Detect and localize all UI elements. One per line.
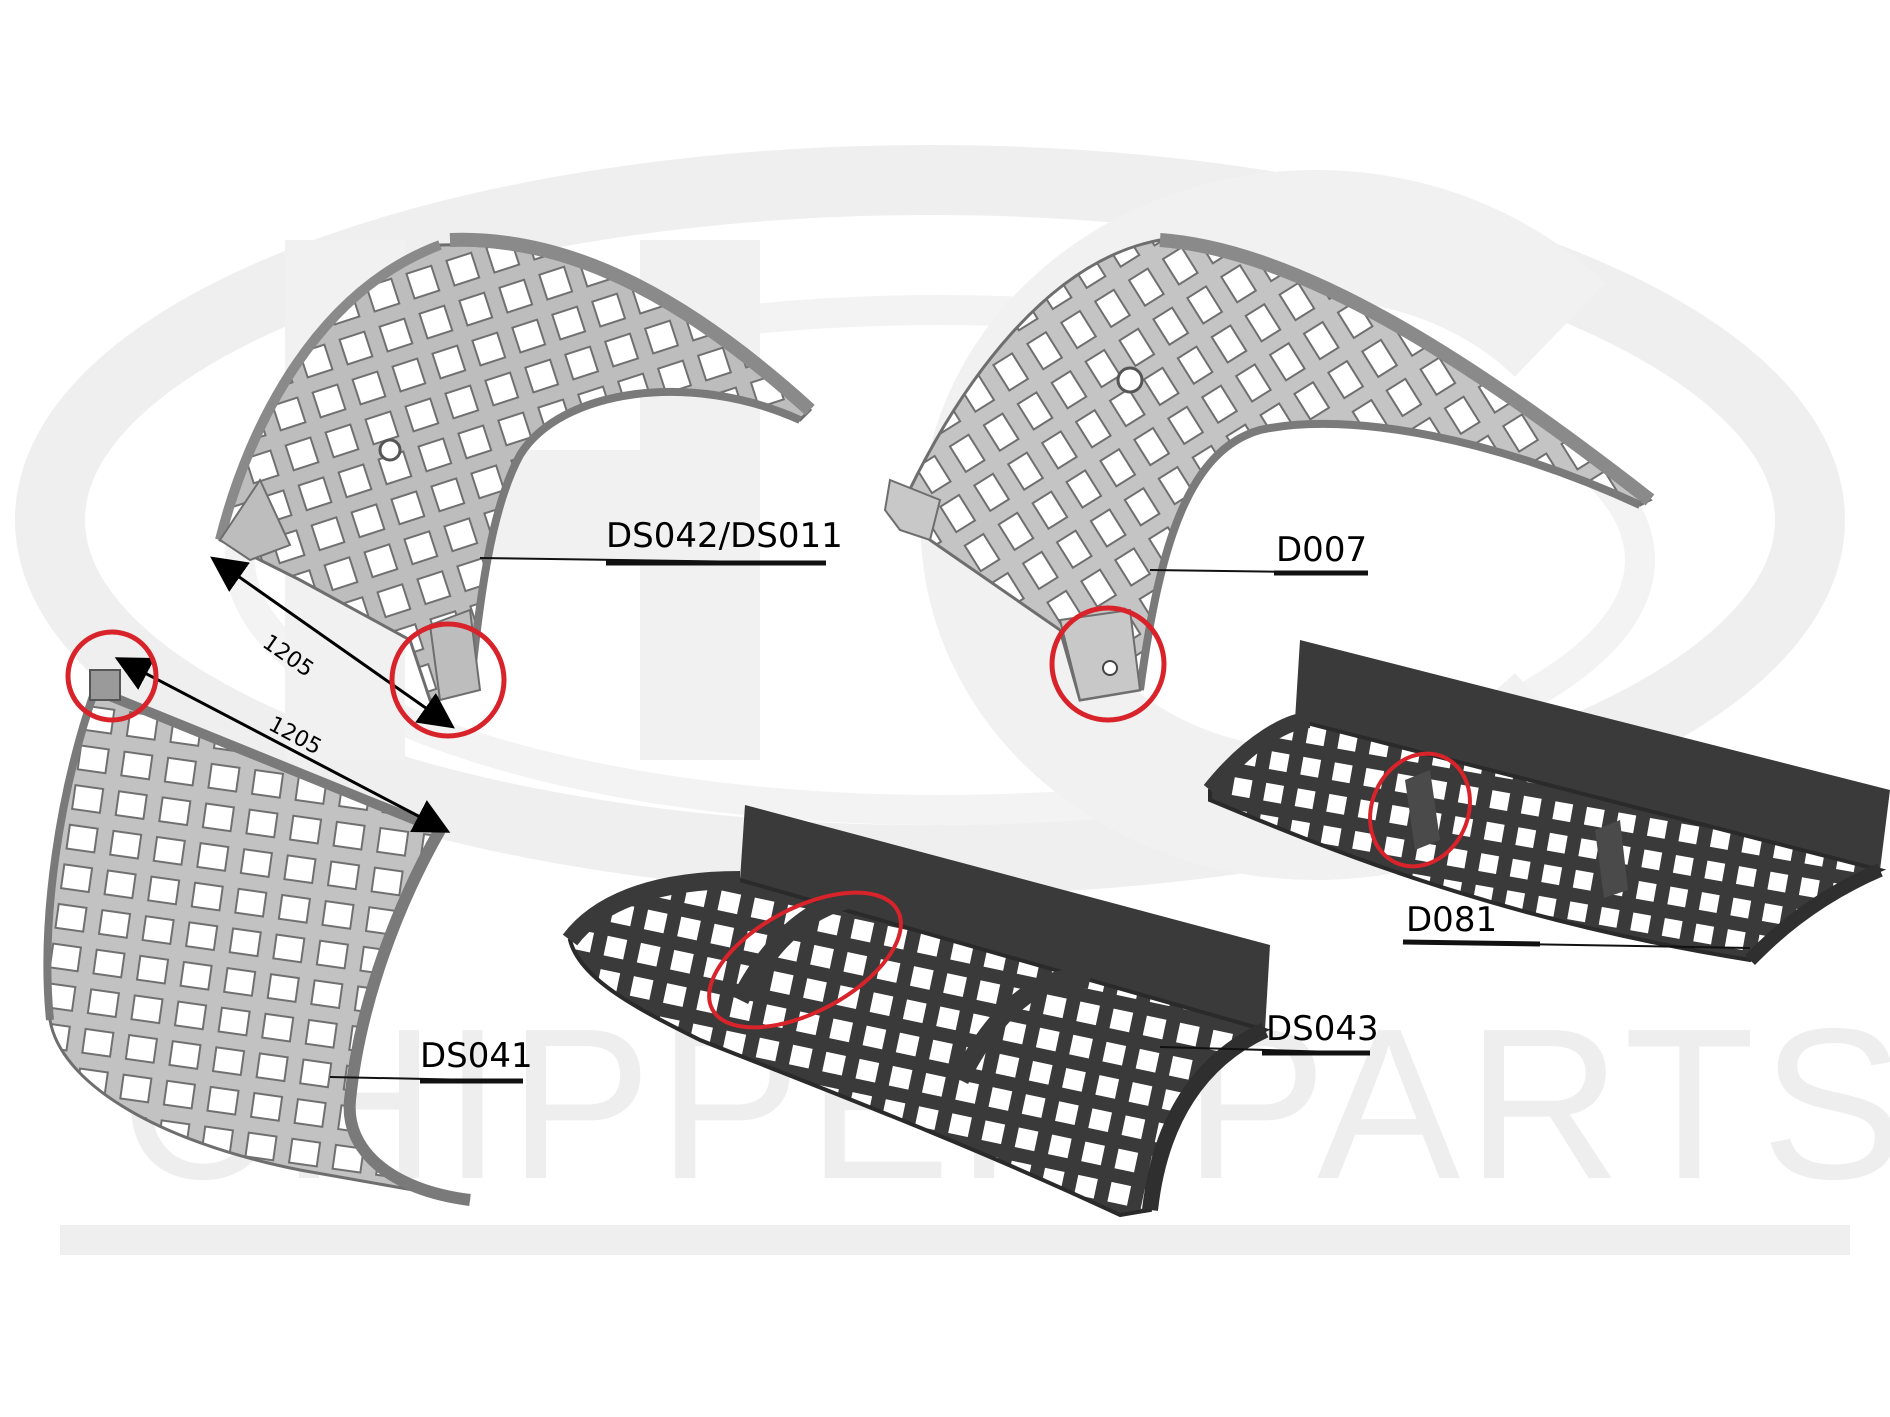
ds043-rib-2	[731, 889, 883, 1005]
part-ds041-drawing	[43, 669, 471, 1206]
d081-front-edge	[1745, 863, 1883, 965]
ds042-foot-highlight	[389, 621, 507, 739]
part-ds042-drawing	[215, 232, 815, 702]
d007-foot-highlight	[1049, 605, 1167, 723]
d007-back-rim	[1159, 233, 1655, 506]
d081-bracket-2	[1595, 820, 1628, 898]
ds042-foot-left	[218, 477, 292, 562]
ds042-back-rim	[449, 232, 815, 416]
d081-left-rib	[1203, 712, 1311, 796]
ds041-body	[45, 688, 471, 1202]
ds042-front-rim	[215, 240, 442, 542]
d081-bracket-1	[1405, 770, 1440, 850]
ds041-label: DS041	[420, 1036, 533, 1076]
ds043-rib-3	[951, 969, 1093, 1085]
ds042-inner-arc	[466, 387, 802, 691]
part-d081-drawing	[1203, 640, 1890, 965]
d081-label: D081	[1406, 900, 1498, 940]
d007-side-plate	[883, 478, 942, 542]
ds041-tab-highlight	[65, 629, 159, 723]
watermark-underline	[60, 1225, 1850, 1255]
ds042-label: DS042/DS011	[606, 516, 843, 556]
part-d007-drawing	[883, 233, 1655, 702]
d007-foot	[1058, 608, 1142, 702]
ds043-rib-highlight	[707, 890, 903, 1030]
d081-bracket-highlight	[1368, 751, 1472, 869]
ds041-dimension-arrow	[114, 657, 451, 833]
ds043-front-edge	[1142, 1022, 1269, 1211]
d007-bolt-hole	[1116, 366, 1144, 394]
d007-foot-hole	[1102, 660, 1118, 676]
ds041-side-rim	[343, 827, 471, 1206]
d081-label-underline	[1402, 939, 1541, 947]
part-ds043-drawing	[562, 805, 1271, 1218]
d081-back-plate	[1295, 640, 1890, 870]
ds043-label: DS043	[1266, 1009, 1379, 1049]
ds043-back-plate	[740, 805, 1270, 1030]
ds043-rib-1	[562, 871, 741, 946]
ds041-tab	[89, 669, 121, 701]
d007-body	[898, 238, 1653, 702]
d007-label: D007	[1276, 530, 1368, 570]
d007-inner-arc	[1136, 419, 1642, 691]
ds042-bolt-hole	[378, 438, 402, 462]
ds041-left-rim	[43, 688, 99, 1021]
